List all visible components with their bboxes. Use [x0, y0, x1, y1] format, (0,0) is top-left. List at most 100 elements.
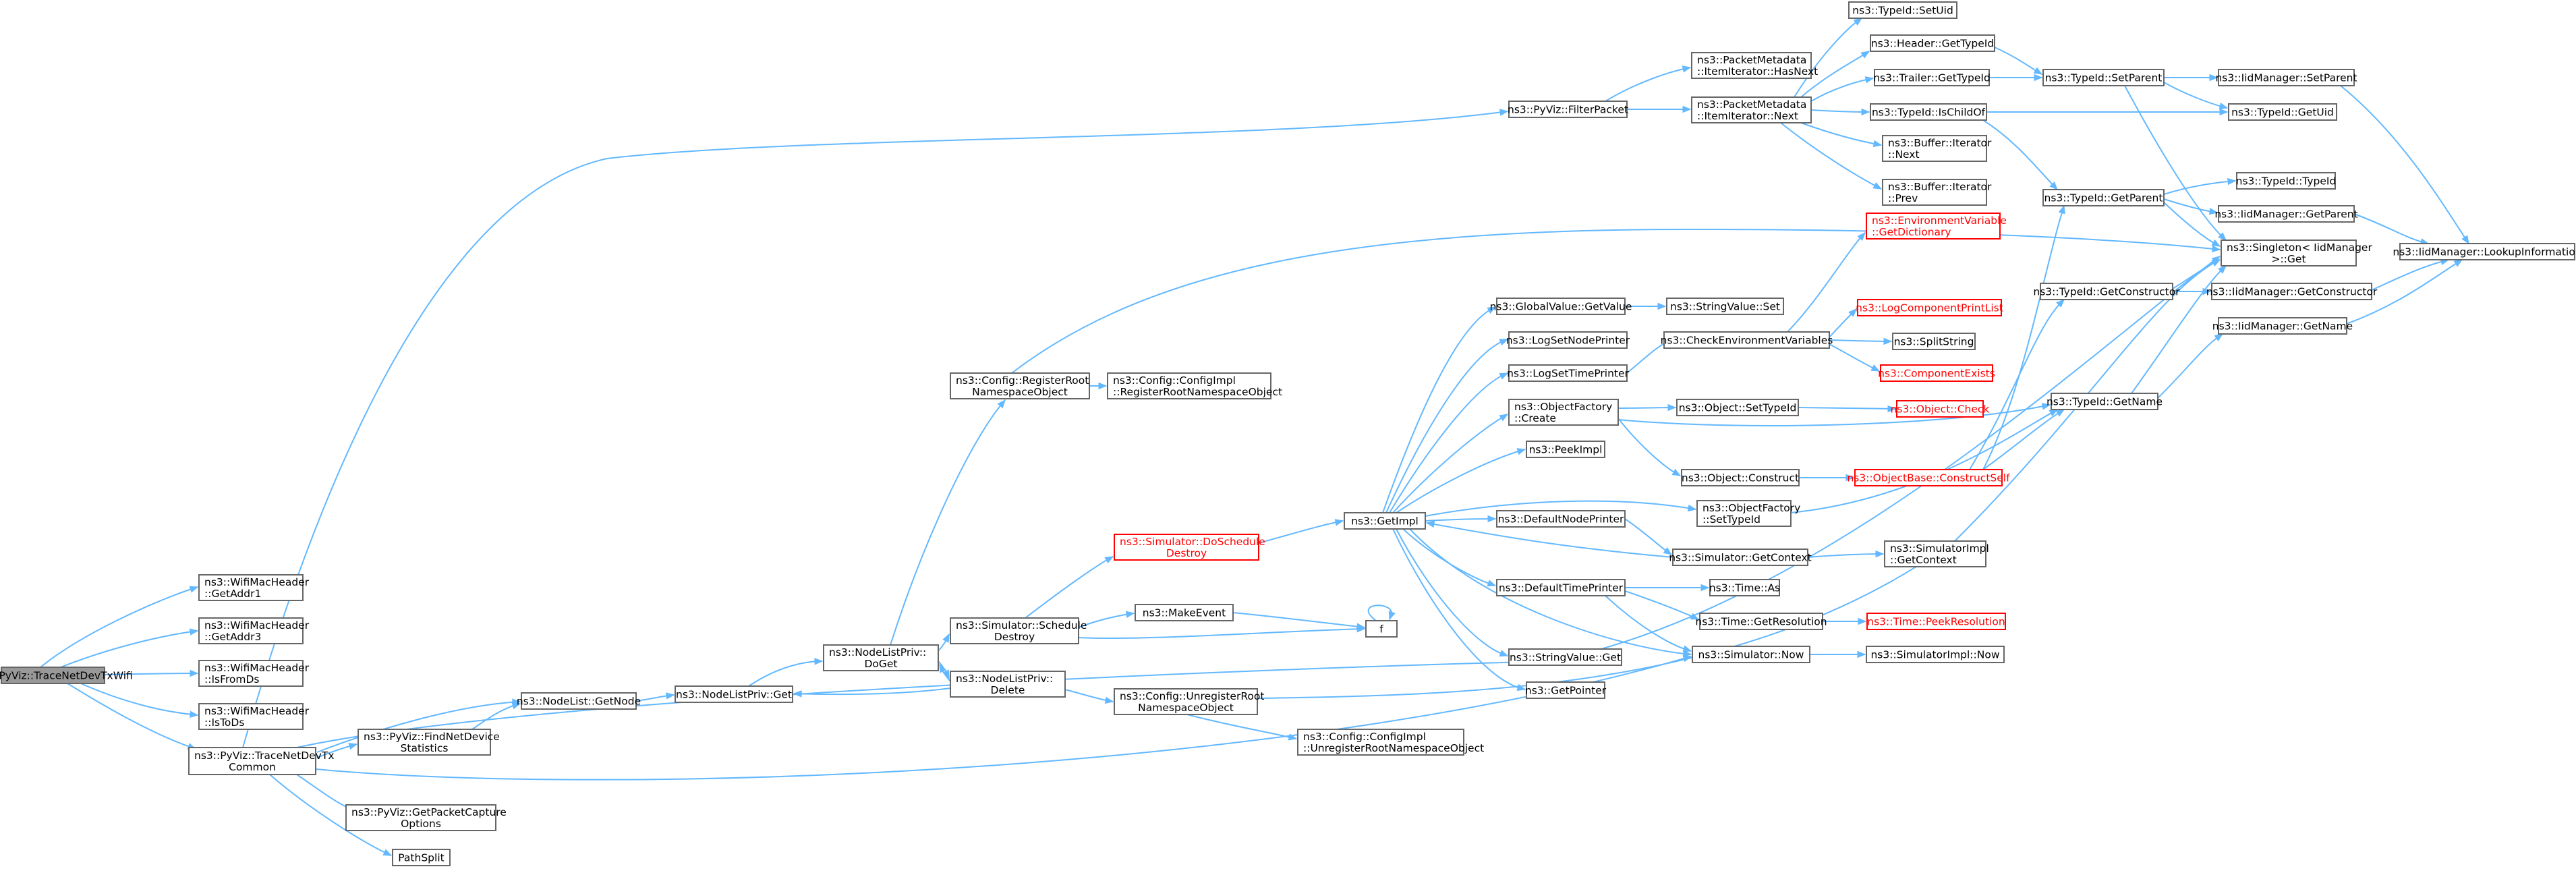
node-globalget[interactable]: ns3::GlobalValue::GetValue: [1490, 298, 1632, 315]
node-timepeekres[interactable]: ns3::Time::PeekResolution: [1866, 613, 2006, 630]
node-objconstruct[interactable]: ns3::Object::Construct: [1681, 469, 1800, 486]
node-typeidgetparent[interactable]: ns3::TypeId::GetParent: [2042, 189, 2165, 206]
edge-arrowhead: [793, 690, 802, 698]
node-nodelistgetnode[interactable]: ns3::NodeList::GetNode: [517, 692, 641, 710]
node-pathsplit[interactable]: PathSplit: [392, 849, 451, 866]
node-objfactcreate[interactable]: ns3::ObjectFactory::Create: [1508, 399, 1619, 426]
node-isfromds[interactable]: ns3::WifiMacHeader::IsFromDs: [198, 660, 310, 687]
node-typeidsetparent[interactable]: ns3::TypeId::SetParent: [2042, 69, 2165, 86]
node-compexists[interactable]: ns3::ComponentExists: [1878, 364, 1995, 382]
node-makeevent[interactable]: ns3::MakeEvent: [1135, 604, 1234, 621]
node-logsetnode[interactable]: ns3::LogSetNodePrinter: [1506, 331, 1630, 349]
node-simnow[interactable]: ns3::Simulator::Now: [1692, 646, 1810, 663]
edge-typeidgetname-to-iidgetname: [2157, 333, 2224, 399]
node-bufnext[interactable]: ns3::Buffer::Iterator::Next: [1882, 135, 1992, 162]
node-label: ns3::Config::ConfigImpl: [1113, 374, 1236, 387]
node-singletonget[interactable]: ns3::Singleton< IidManager>::Get: [2221, 240, 2372, 266]
node-box: [198, 703, 304, 730]
node-box: [1496, 579, 1626, 596]
node-typeidtypeid[interactable]: ns3::TypeId::TypeId: [2236, 172, 2337, 190]
node-filterpacket[interactable]: ns3::PyViz::FilterPacket: [1508, 101, 1628, 118]
node-label: ::GetDictionary: [1872, 226, 1951, 238]
node-box: [2221, 240, 2357, 266]
node-getpointer[interactable]: ns3::GetPointer: [1525, 681, 1607, 699]
node-typeidgetuid[interactable]: ns3::TypeId::GetUid: [2228, 103, 2337, 121]
node-typeidsetuid[interactable]: ns3::TypeId::SetUid: [1848, 1, 1957, 19]
node-getimpl[interactable]: ns3::GetImpl: [1344, 512, 1426, 530]
node-getaddr1[interactable]: ns3::WifiMacHeader::GetAddr1: [198, 574, 310, 601]
node-bufprev[interactable]: ns3::Buffer::Iterator::Prev: [1882, 179, 1992, 206]
node-iidgetctor[interactable]: ns3::IidManager::GetConstructor: [2206, 283, 2378, 300]
node-timegetres[interactable]: ns3::Time::GetResolution: [1695, 613, 1827, 630]
edge-pmnext-to-typeidsetuid: [1794, 18, 1863, 98]
node-label: ns3::DefaultTimePrinter: [1499, 582, 1624, 594]
node-label: ns3::IidManager::GetParent: [2214, 208, 2357, 221]
edge-line: [1969, 299, 2065, 470]
node-nlpdoget[interactable]: ns3::NodeListPriv::DoGet: [823, 644, 939, 671]
node-getaddr3[interactable]: ns3::WifiMacHeader::GetAddr3: [198, 617, 310, 644]
node-envgetdict[interactable]: ns3::EnvironmentVariable::GetDictionary: [1866, 213, 2007, 240]
node-defnodeprinter[interactable]: ns3::DefaultNodePrinter: [1496, 510, 1626, 528]
node-istods[interactable]: ns3::WifiMacHeader::IsToDs: [198, 703, 310, 730]
node-logsettime[interactable]: ns3::LogSetTimePrinter: [1507, 364, 1630, 382]
node-deftimeprinter[interactable]: ns3::DefaultTimePrinter: [1496, 579, 1626, 596]
node-box: [1691, 52, 1812, 79]
edge-line: [1994, 47, 2042, 75]
edge-arrowhead: [2056, 299, 2065, 308]
edge-simgetctx-to-simimplgetctx: [1807, 550, 1885, 558]
node-typeidgetname[interactable]: ns3::TypeId::GetName: [2047, 393, 2163, 410]
node-label: ::GetAddr1: [204, 588, 261, 600]
edge-root-to-getaddr1: [40, 586, 199, 668]
node-iidlookup[interactable]: ns3::IidManager::LookupInformation: [2393, 243, 2576, 260]
edge-filterpacket-to-pmnext: [1627, 105, 1692, 113]
node-trailergettid[interactable]: ns3::Trailer::GetTypeId: [1873, 69, 1991, 86]
node-pmnext[interactable]: ns3::PacketMetadata::ItemIterator::Next: [1691, 96, 1812, 123]
node-cfgregroot[interactable]: ns3::Config::RegisterRootNamespaceObject: [950, 372, 1090, 399]
node-objbaseconstruct[interactable]: ns3::ObjectBase::ConstructSelf: [1847, 469, 2010, 486]
node-root[interactable]: ns3::PyViz::TraceNetDevTxWifi: [0, 667, 133, 684]
node-headergettid[interactable]: ns3::Header::GetTypeId: [1870, 34, 1995, 52]
node-timeas[interactable]: ns3::Time::As: [1709, 579, 1780, 596]
node-objcheck[interactable]: ns3::Object::Check: [1891, 400, 1990, 418]
node-label: ::Next: [1888, 148, 1920, 161]
edge-arrowhead: [2211, 239, 2221, 247]
node-nlpget[interactable]: ns3::NodeListPriv::Get: [675, 685, 793, 703]
node-cfgimplunreg[interactable]: ns3::Config::ConfigImpl::UnregisterRootN…: [1297, 729, 1484, 756]
node-typeidgetctor[interactable]: ns3::TypeId::GetConstructor: [2033, 283, 2180, 300]
node-simimplgetctx[interactable]: ns3::SimulatorImpl::GetContext: [1884, 540, 1989, 567]
node-cfgimplreg[interactable]: ns3::Config::ConfigImpl::RegisterRootNam…: [1107, 372, 1282, 399]
edge-line: [1382, 306, 1496, 513]
edge-line: [316, 701, 521, 753]
node-cfgunreg[interactable]: ns3::Config::UnregisterRootNamespaceObje…: [1114, 688, 1264, 715]
node-typeidischild[interactable]: ns3::TypeId::IsChildOf: [1870, 103, 1987, 121]
node-stringset[interactable]: ns3::StringValue::Set: [1666, 298, 1784, 315]
node-peekimpl[interactable]: ns3::PeekImpl: [1526, 441, 1605, 458]
node-nlpdelete[interactable]: ns3::NodeListPriv::Delete: [950, 671, 1066, 698]
node-iidgetparent[interactable]: ns3::IidManager::GetParent: [2214, 205, 2358, 223]
edge-pmnext-to-bufprev: [1780, 122, 1883, 190]
node-objfactsettid[interactable]: ns3::ObjectFactory::SetTypeId: [1696, 500, 1800, 527]
edge-arrowhead: [2041, 403, 2051, 410]
node-simimplnow[interactable]: ns3::SimulatorImpl::Now: [1866, 646, 2005, 663]
node-pmhasnext[interactable]: ns3::PacketMetadata::ItemIterator::HasNe…: [1691, 52, 1818, 79]
node-splitstring[interactable]: ns3::SplitString: [1892, 333, 1976, 350]
node-simgetctx[interactable]: ns3::Simulator::GetContext: [1669, 549, 1812, 566]
node-stringget[interactable]: ns3::StringValue::Get: [1508, 648, 1622, 666]
node-logcompprint[interactable]: ns3::LogComponentPrintList: [1856, 299, 2003, 316]
node-objsettypeid[interactable]: ns3::Object::SetTypeId: [1676, 399, 1799, 416]
node-f[interactable]: f: [1365, 620, 1398, 638]
edge-nlpdoget-to-cfgregroot: [890, 399, 1006, 646]
node-iidsetparent[interactable]: ns3::IidManager::SetParent: [2215, 69, 2357, 86]
node-label: ns3::GetImpl: [1351, 515, 1419, 528]
node-box: [1508, 364, 1628, 382]
node-checkenv[interactable]: ns3::CheckEnvironmentVariables: [1661, 331, 1833, 349]
edge-pmnext-to-typeidischild: [1810, 108, 1870, 116]
node-iidgetname[interactable]: ns3::IidManager::GetName: [2212, 317, 2353, 335]
edge-arrowhead: [189, 628, 199, 636]
